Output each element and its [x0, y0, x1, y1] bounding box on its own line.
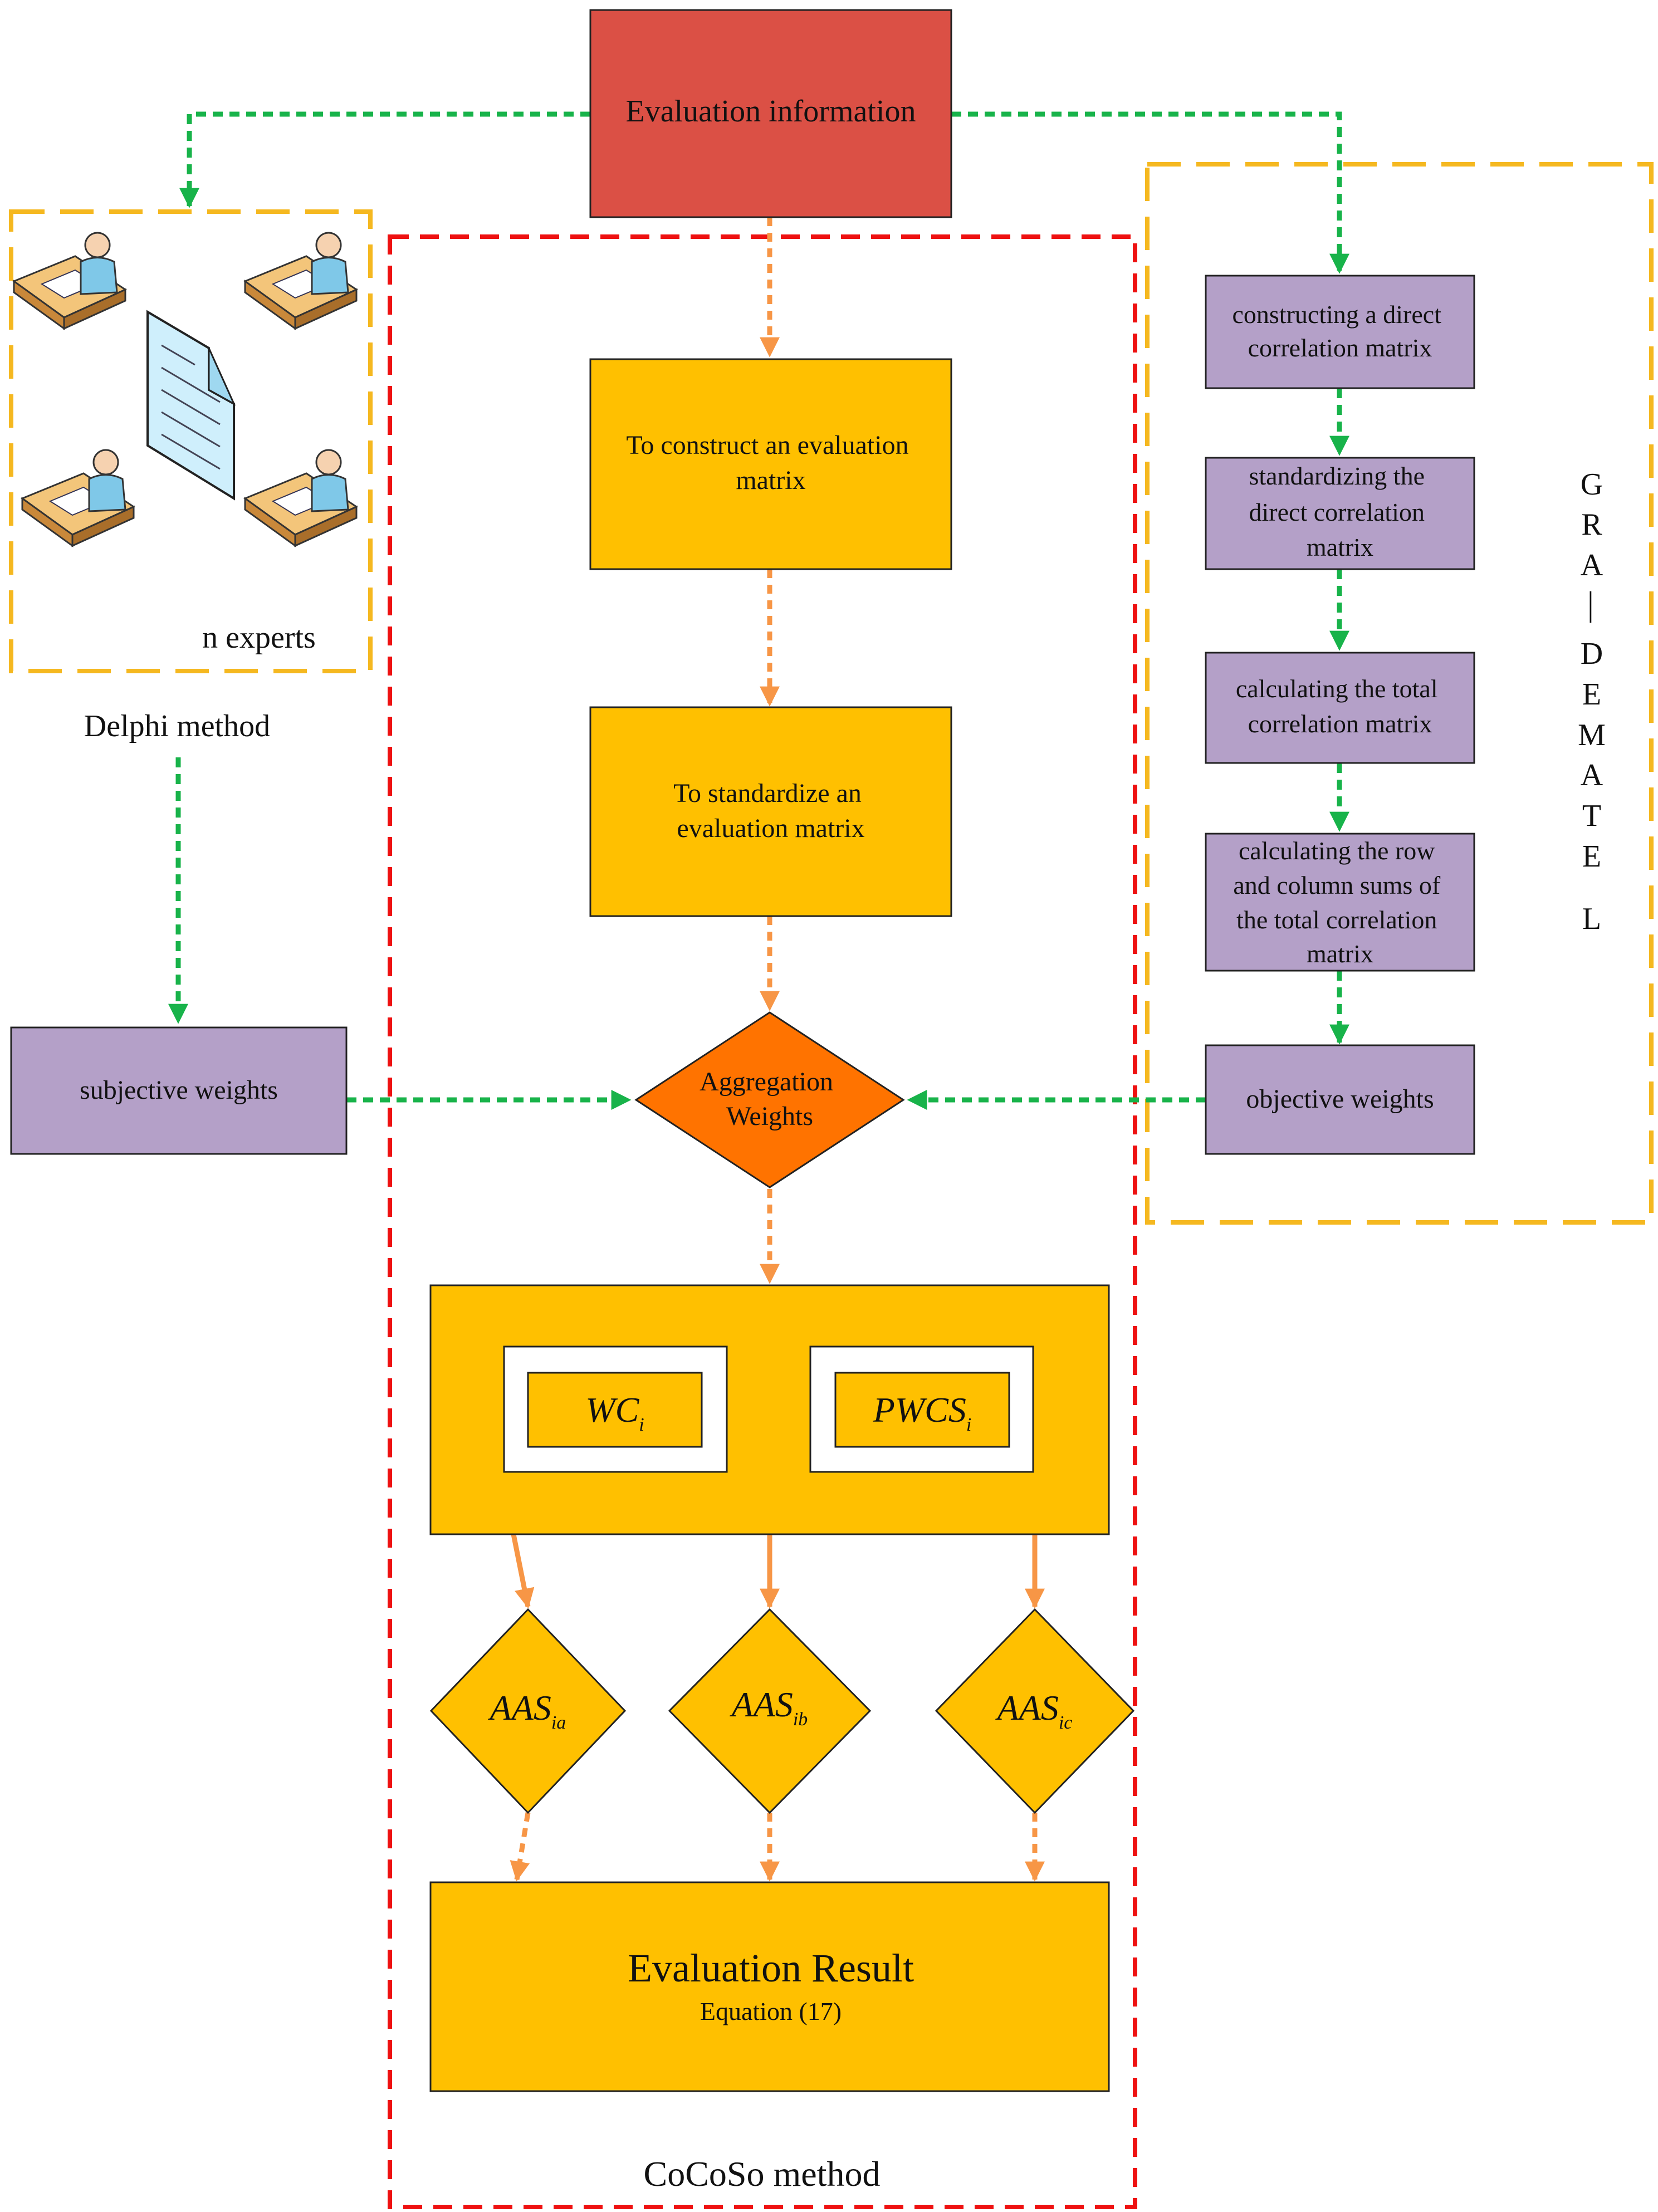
gra-dematel-letter: R	[1581, 507, 1602, 542]
standardize-matrix-line-1: To standardize an	[673, 779, 862, 808]
delphi-method-label: Delphi method	[84, 709, 270, 743]
gra-dematel-letter: D	[1581, 637, 1603, 671]
construct-matrix-line-1: To construct an evaluation	[626, 430, 908, 460]
gra-dematel-letter: T	[1582, 799, 1601, 833]
compromise-box: WCi PWCSi	[429, 1284, 1110, 1535]
expert-icon	[12, 232, 128, 330]
aas-a-diamond: AASia	[429, 1608, 627, 1814]
subjective-weights-label: subjective weights	[80, 1075, 278, 1105]
gra-dematel-letter: G	[1581, 467, 1603, 502]
construct-matrix-line-2: matrix	[736, 466, 805, 495]
aas-c-sub: ic	[1059, 1712, 1073, 1733]
calculating-sums-line-4: matrix	[1307, 939, 1373, 968]
aas-a-main: AAS	[488, 1688, 551, 1727]
aas-c-main: AAS	[995, 1688, 1059, 1727]
construct-matrix-label: To construct an evaluation matrix	[626, 430, 915, 495]
calculating-sums-label: calculating the row and column sums of t…	[1233, 836, 1446, 968]
aggregation-weights-label: Aggregation Weights	[700, 1067, 840, 1131]
evaluation-result-box: Evaluation Result Equation (17)	[429, 1881, 1110, 2092]
aggregation-weights-line-2: Weights	[726, 1102, 813, 1131]
standardize-matrix-label: To standardize an evaluation matrix	[673, 779, 868, 843]
constructing-direct-label: constructing a direct correlation matrix	[1232, 300, 1447, 362]
standardizing-direct-box: standardizing the direct correlation mat…	[1205, 457, 1475, 570]
standardize-matrix-line-2: evaluation matrix	[677, 814, 864, 843]
gra-dematel-letter: A	[1581, 758, 1603, 792]
aggregation-weights-line-1: Aggregation	[700, 1067, 833, 1097]
calculating-sums-line-3: the total correlation	[1236, 906, 1437, 934]
aas-b-diamond: AASib	[668, 1608, 872, 1814]
calculating-sums-line-1: calculating the row	[1239, 836, 1435, 865]
calculating-total-line-1: calculating the total	[1236, 674, 1438, 703]
arrow-info-to-delphi	[179, 111, 590, 208]
gra-dematel-letter: L	[1582, 902, 1601, 936]
arrow-box-to-aas-a	[511, 1534, 535, 1609]
standardize-matrix-box: To standardize an evaluation matrix	[589, 706, 952, 917]
wc-sub: i	[639, 1415, 644, 1435]
calculating-total-line-2: correlation matrix	[1248, 709, 1432, 738]
calculating-sums-line-2: and column sums of	[1233, 871, 1440, 899]
pwcs-label: PWCSi	[873, 1390, 972, 1435]
constructing-direct-box: constructing a direct correlation matrix	[1205, 275, 1475, 389]
aas-a-sub: ia	[551, 1712, 566, 1733]
wc-main: WC	[585, 1390, 639, 1430]
evaluation-information-label: Evaluation information	[626, 94, 916, 129]
gra-dematel-letter: E	[1582, 839, 1601, 874]
evaluation-information-box: Evaluation information	[589, 9, 952, 218]
standardizing-direct-line-2: direct correlation	[1249, 498, 1425, 526]
calculating-sums-box: calculating the row and column sums of t…	[1205, 833, 1475, 972]
gra-dematel-frame	[1145, 162, 1654, 1225]
standardizing-direct-label: standardizing the direct correlation mat…	[1249, 462, 1431, 561]
aggregation-weights-diamond: Aggregation Weights	[634, 1011, 905, 1188]
wc-label: WCi	[585, 1390, 644, 1435]
gra-dematel-letter: E	[1582, 677, 1601, 712]
aas-b-sub: ib	[793, 1709, 808, 1730]
construct-matrix-box: To construct an evaluation matrix	[589, 358, 952, 570]
cocoso-method-label: CoCoSo method	[644, 2154, 881, 2194]
expert-icon	[243, 232, 359, 330]
gra-dematel-letter: A	[1581, 548, 1603, 583]
arrow-aas-a-to-result	[510, 1812, 531, 1882]
n-experts-label: n experts	[202, 620, 316, 655]
expert-icon	[243, 449, 359, 547]
cocoso-frame	[388, 234, 1137, 2209]
expert-icon	[20, 449, 136, 547]
delphi-frame	[9, 209, 373, 673]
evaluation-result-label: Evaluation Result	[628, 1946, 914, 1990]
pwcs-main: PWCS	[873, 1390, 966, 1430]
constructing-direct-line-2: correlation matrix	[1248, 334, 1432, 362]
aas-b-label: AASib	[730, 1685, 808, 1730]
document-icon	[146, 310, 236, 501]
equation-label: Equation (17)	[700, 1997, 842, 2025]
aas-b-main: AAS	[730, 1685, 793, 1724]
arrow-info-to-dematel	[951, 111, 1349, 274]
objective-weights-box: objective weights	[1205, 1044, 1475, 1155]
gra-dematel-vertical-label: G R A — D E M A T E L	[1576, 467, 1611, 936]
aas-c-label: AASic	[995, 1688, 1073, 1733]
standardizing-direct-line-1: standardizing the	[1249, 462, 1425, 490]
gra-dematel-letter: M	[1578, 718, 1606, 752]
green-connectors	[168, 111, 1349, 1110]
gra-dematel-letter: —	[1576, 591, 1611, 623]
standardizing-direct-line-3: matrix	[1307, 533, 1373, 561]
calculating-total-label: calculating the total correlation matrix	[1236, 674, 1444, 738]
constructing-direct-line-1: constructing a direct	[1232, 300, 1441, 329]
objective-weights-label: objective weights	[1246, 1084, 1434, 1114]
pwcs-sub: i	[966, 1415, 971, 1435]
orange-connectors	[510, 217, 1045, 1882]
aas-a-label: AASia	[488, 1688, 566, 1733]
aas-c-diamond: AASic	[935, 1608, 1135, 1814]
calculating-total-box: calculating the total correlation matrix	[1205, 652, 1475, 764]
subjective-weights-box: subjective weights	[10, 1026, 348, 1155]
